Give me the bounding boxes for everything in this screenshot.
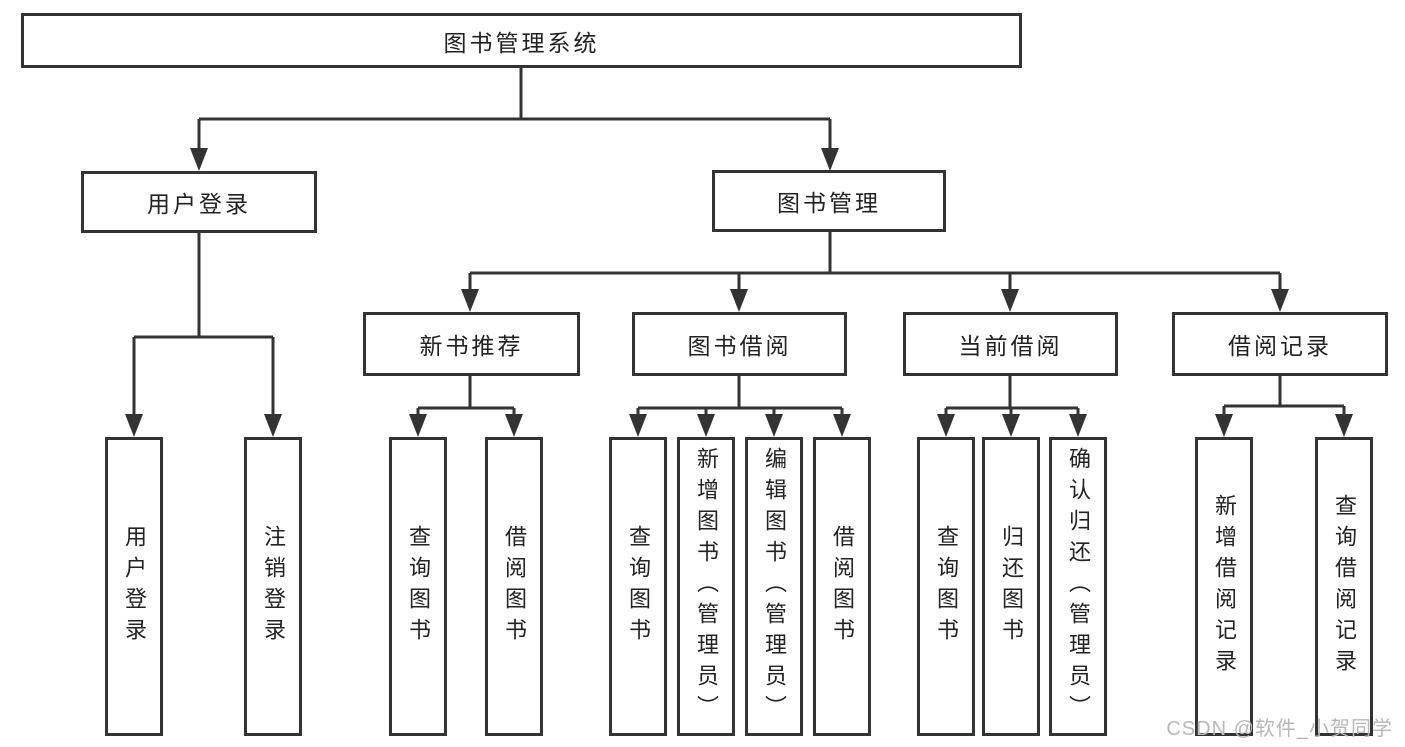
node-label: 图书借阅 [687,333,792,359]
leaf-query-books-1: 查询图书 [389,437,447,736]
node-label: 编辑图书（管理员） [762,447,787,726]
node-book-management: 图书管理 [712,170,946,232]
node-label: 查询图书 [406,524,431,649]
node-label: 新书推荐 [419,333,524,359]
leaf-logout: 注销登录 [244,437,302,736]
leaf-add-books-admin: 新增图书（管理员） [677,437,735,736]
node-label: 查询图书 [934,524,959,649]
node-label: 当前借阅 [958,333,1063,359]
leaf-query-books-3: 查询图书 [917,437,975,736]
leaf-query-borrow-record: 查询借阅记录 [1315,437,1373,736]
node-root-library-system: 图书管理系统 [21,13,1022,68]
node-label: 确认归还（管理员） [1066,447,1091,726]
node-borrow-records: 借阅记录 [1172,312,1388,376]
csdn-watermark: CSDN @软件_小贺同学 [1166,718,1393,740]
leaf-confirm-return-admin: 确认归还（管理员） [1049,437,1107,736]
node-label: 图书管理系统 [443,29,600,56]
leaf-user-login: 用户登录 [105,437,163,736]
leaf-query-books-2: 查询图书 [609,437,667,736]
node-label: 归还图书 [999,524,1024,649]
node-label: 图书管理 [777,190,881,216]
node-current-borrow: 当前借阅 [903,312,1118,376]
node-label: 用户登录 [147,191,251,217]
leaf-return-books: 归还图书 [982,437,1040,736]
leaf-borrow-books-2: 借阅图书 [813,437,871,736]
leaf-add-borrow-record: 新增借阅记录 [1195,437,1253,736]
node-label: 查询借阅记录 [1332,493,1357,680]
node-new-book-recommend: 新书推荐 [363,312,580,376]
node-label: 查询图书 [626,524,651,649]
node-label: 新增图书（管理员） [694,447,719,726]
node-label: 借阅图书 [830,524,855,649]
node-label: 注销登录 [261,524,286,649]
leaf-borrow-books-1: 借阅图书 [485,437,543,736]
node-label: 借阅记录 [1228,333,1332,359]
node-label: 新增借阅记录 [1212,493,1237,680]
node-label: 借阅图书 [502,524,527,649]
node-label: 用户登录 [122,524,147,649]
leaf-edit-books-admin: 编辑图书（管理员） [745,437,803,736]
node-user-login: 用户登录 [81,171,317,233]
node-book-borrow: 图书借阅 [632,312,847,376]
